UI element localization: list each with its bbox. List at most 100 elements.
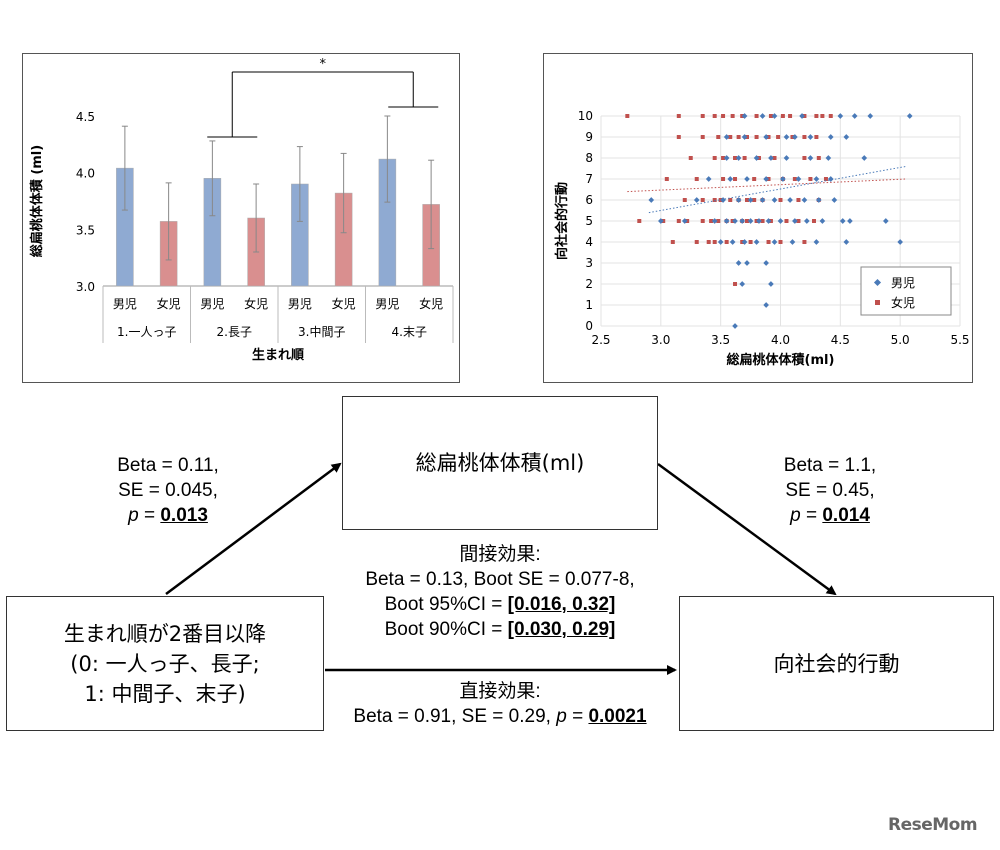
- ci95-value: [0.016, 0.32]: [507, 594, 616, 615]
- indirect-title: 間接効果:: [459, 544, 541, 565]
- x-tick-label: 4.5: [831, 333, 850, 347]
- scatter-point-female: [766, 240, 771, 244]
- bar-sublabel: 女児: [332, 296, 356, 311]
- outcome-label: 向社会的行動: [773, 651, 900, 676]
- y-tick-label: 3.0: [76, 280, 95, 294]
- scatter-point-female: [721, 114, 726, 118]
- scatter-point-female: [709, 219, 714, 223]
- path-b-p-eq: =: [800, 505, 823, 526]
- scatter-point-female: [796, 219, 801, 223]
- group-label: 3.中間子: [298, 324, 345, 339]
- path-b-p-value: 0.014: [822, 505, 870, 526]
- y-tick-label: 10: [578, 109, 593, 123]
- scatter-point-female: [721, 177, 726, 181]
- y-tick-label: 3: [585, 256, 593, 270]
- scatter-point-female: [802, 240, 807, 244]
- x-tick-label: 2.5: [591, 333, 610, 347]
- scatter-point-female: [754, 114, 759, 118]
- group-label: 2.長子: [217, 325, 252, 339]
- scatter-point-female: [808, 177, 813, 181]
- scatter-point-female: [733, 177, 738, 181]
- scatter-point-male: [897, 239, 903, 245]
- significance-marker: *: [320, 57, 327, 72]
- ci90-label: Boot 90%CI =: [384, 619, 508, 640]
- scatter-point-female: [728, 198, 733, 202]
- scatter-point-male: [739, 218, 746, 224]
- y-tick-label: 5: [585, 214, 593, 228]
- direct-line-1: Beta = 0.91, SE = 0.29,: [353, 706, 557, 727]
- scatter-point-female: [721, 156, 726, 160]
- outcome-box: 向社会的行動: [679, 596, 994, 731]
- scatter-point-male: [807, 134, 814, 140]
- y-tick-label: 3.5: [76, 223, 95, 237]
- scatter-point-female: [700, 114, 705, 118]
- predictor-line-1: 生まれ順が2番目以降: [63, 621, 267, 646]
- resemom-logo: ReseMom: [888, 815, 978, 835]
- indirect-line-1: Beta = 0.13, Boot SE = 0.077-8,: [365, 569, 635, 590]
- x-tick-label: 4.0: [771, 333, 790, 347]
- scatter-point-female: [752, 198, 757, 202]
- scatter-point-female: [694, 177, 699, 181]
- scatter-point-male: [723, 218, 730, 224]
- scatter-point-female: [700, 219, 705, 223]
- scatter-point-male: [741, 134, 748, 140]
- scatter-point-male: [843, 239, 850, 245]
- y-tick-label: 6: [585, 193, 593, 207]
- path-a-stats: Beta = 0.11, SE = 0.045, p = 0.013: [78, 453, 258, 528]
- scatter-point-male: [735, 155, 742, 161]
- scatter-point-female: [778, 240, 783, 244]
- scatter-point-male: [720, 197, 726, 203]
- legend-marker-male: [873, 278, 882, 287]
- trend-line: [648, 165, 907, 214]
- scatter-point-female: [768, 114, 773, 118]
- scatter-point-male: [732, 218, 738, 224]
- scatter-point-female: [792, 177, 797, 181]
- scatter-point-male: [827, 134, 834, 140]
- scatter-point-female: [676, 135, 681, 139]
- direct-title: 直接効果:: [459, 681, 541, 702]
- y-tick-label: 9: [585, 130, 593, 144]
- scatter-point-male: [801, 197, 808, 203]
- scatter-point-female: [772, 156, 777, 160]
- scatter-point-female: [744, 219, 749, 223]
- scatter-point-female: [742, 156, 747, 160]
- scatter-point-male: [735, 197, 742, 203]
- scatter-point-female: [694, 240, 699, 244]
- legend-label: 女児: [891, 295, 915, 310]
- scatter-point-male: [768, 281, 774, 287]
- path-b-stats: Beta = 1.1, SE = 0.45, p = 0.014: [740, 453, 920, 528]
- path-b-beta: Beta = 1.1,: [783, 455, 877, 476]
- scatter-point-female: [728, 135, 733, 139]
- scatter-point-male: [783, 134, 790, 140]
- ci90-value: [0.030, 0.29]: [507, 619, 616, 640]
- mediator-box: 総扁桃体体積(ml): [342, 396, 658, 530]
- direct-p-label: p: [556, 706, 567, 727]
- scatter-point-male: [807, 155, 814, 161]
- scatter-point-male: [693, 197, 700, 203]
- path-a-p-eq: =: [138, 505, 161, 526]
- scatter-point-male: [681, 218, 688, 224]
- scatter-point-female: [700, 135, 705, 139]
- scatter-point-male: [735, 260, 742, 266]
- scatter-point-male: [906, 113, 913, 119]
- indirect-effect-stats: 間接効果: Beta = 0.13, Boot SE = 0.077-8, Bo…: [300, 542, 700, 642]
- scatter-point-female: [802, 135, 807, 139]
- y-axis-title: 向社会的行動: [554, 182, 570, 260]
- scatter-point-female: [812, 219, 817, 223]
- bar-sublabel: 男児: [113, 297, 137, 311]
- scatter-point-female: [814, 135, 819, 139]
- y-axis-title: 総扁桃体体積 (ml): [29, 145, 45, 257]
- scatter-point-male: [787, 197, 793, 203]
- scatter-point-female: [778, 198, 783, 202]
- scatter-point-female: [712, 198, 717, 202]
- scatter-point-female: [733, 156, 738, 160]
- group-label: 4.末子: [392, 325, 427, 339]
- scatter-point-female: [823, 177, 828, 181]
- scatter-point-male: [813, 239, 820, 245]
- scatter-point-male: [771, 197, 778, 203]
- path-a-p-label: p: [128, 505, 139, 526]
- direct-p-value: 0.0021: [588, 706, 647, 727]
- scatter-point-female: [700, 198, 705, 202]
